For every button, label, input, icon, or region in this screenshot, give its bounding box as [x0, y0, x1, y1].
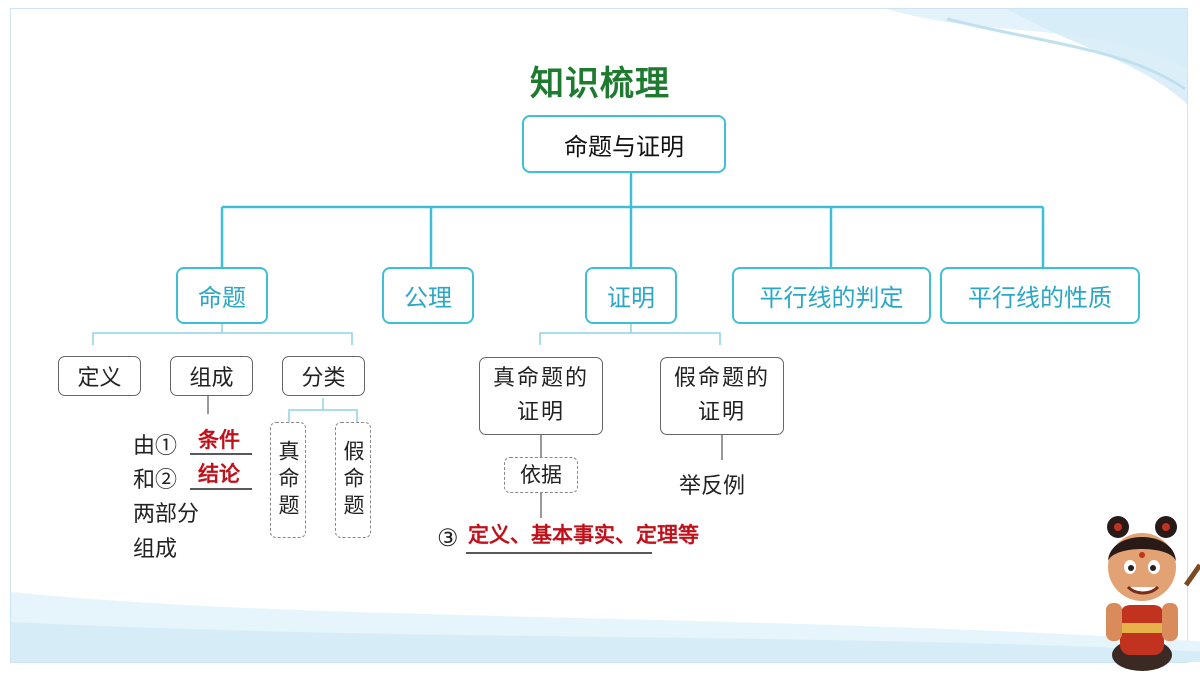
true-proposition-label: 真命题	[276, 439, 300, 521]
false-proposition-label: 假命题	[341, 439, 365, 521]
node-classification: 分类	[282, 356, 365, 396]
branch-parallel-criteria: 平行线的判定	[732, 267, 931, 324]
node-basis: 依据	[504, 457, 578, 493]
root-node: 命题与证明	[522, 115, 726, 173]
node-false-proposition: 假命题	[335, 422, 371, 538]
decorative-wave-bottom	[11, 592, 1200, 662]
page-title: 知识梳理	[530, 64, 670, 104]
node-false-proof: 假命题的证明	[660, 357, 784, 435]
answer-basis: 定义、基本事实、定理等	[468, 523, 699, 547]
basis-answer-prefix: ③	[437, 524, 459, 552]
node-definition: 定义	[58, 356, 141, 396]
branch-proof: 证明	[585, 267, 677, 324]
branch-parallel-properties: 平行线的性质	[940, 267, 1140, 324]
cartoon-character-illustration	[1106, 516, 1200, 671]
counterexample-text: 举反例	[679, 474, 746, 499]
node-composition: 组成	[170, 356, 253, 396]
node-true-proof: 真命题的证明	[479, 357, 603, 435]
composition-line2-prefix: 和②	[133, 468, 178, 493]
composition-line3: 两部分	[133, 502, 200, 527]
answer-condition: 条件	[198, 428, 240, 452]
true-proof-label: 真命题的证明	[492, 366, 589, 425]
false-proof-label: 假命题的证明	[673, 366, 770, 425]
branch-axiom: 公理	[382, 267, 474, 324]
composition-line4: 组成	[133, 537, 178, 562]
branch-proposition: 命题	[176, 267, 268, 324]
composition-line1-prefix: 由①	[133, 434, 178, 459]
answer-conclusion: 结论	[198, 462, 240, 486]
node-true-proposition: 真命题	[270, 422, 306, 538]
decorative-wave-top	[887, 9, 1187, 104]
